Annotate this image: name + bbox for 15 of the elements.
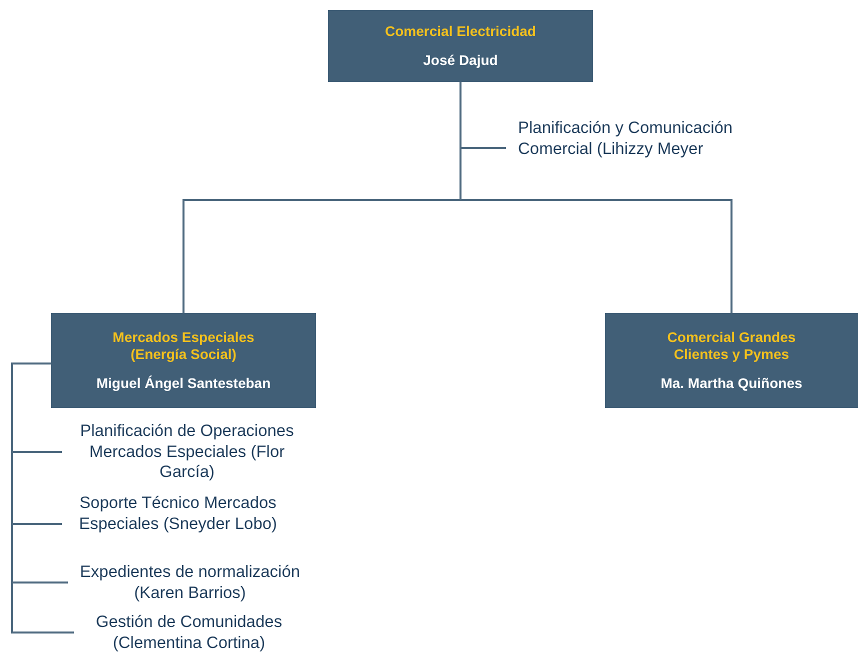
unit-label: Soporte Técnico Mercados Especiales (Sneyder Lobo) (62, 493, 294, 555)
department-title: Comercial Electricidad (385, 23, 536, 40)
org-box (328, 10, 593, 82)
manager-name: Ma. Martha Quiñones (660, 375, 802, 392)
unit-label: Planificación de Operaciones Mercados Especiales (Flor García) (62, 421, 312, 483)
manager-name: Miguel Ángel Santesteban (96, 375, 271, 392)
org-box (51, 313, 316, 408)
department-title: Comercial Grandes Clientes y Pymes (666, 329, 797, 363)
connector-line (11, 362, 74, 634)
unit-label: Planificación y Comunicación Comercial (Lihizzy Meyer (518, 118, 758, 182)
unit-label: Gestión de Comunidades (Clementina Cortina) (74, 612, 304, 653)
org-box (605, 313, 858, 408)
manager-name: José Dajud (423, 52, 498, 69)
department-title: Mercados Especiales (Energía Social) (112, 329, 256, 363)
unit-label: Expedientes de normalización (Karen Barrios) (68, 562, 312, 603)
